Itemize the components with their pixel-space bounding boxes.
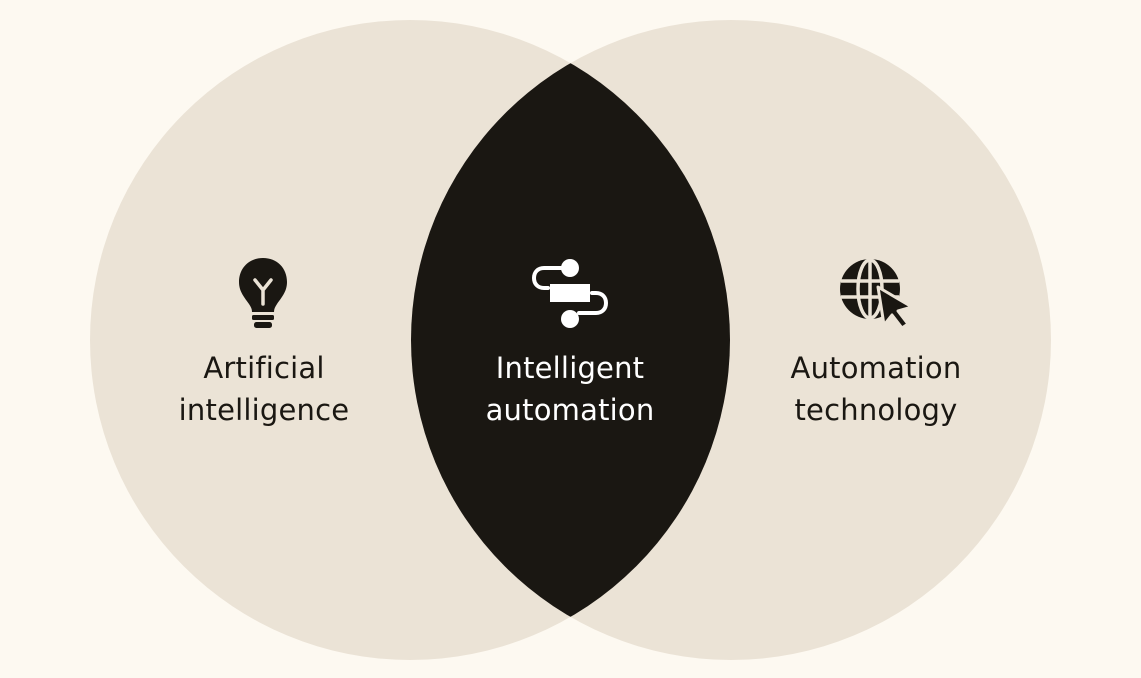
- label-right-line2: technology: [794, 393, 958, 427]
- label-artificial-intelligence: Artificial intelligence: [134, 347, 394, 431]
- workflow-icon: [531, 259, 609, 328]
- label-center-line2: automation: [485, 393, 655, 427]
- intersection-lens: [411, 20, 730, 660]
- label-left-line1: Artificial: [203, 351, 325, 385]
- label-automation-technology: Automation technology: [746, 347, 1006, 431]
- label-right-line1: Automation: [790, 351, 962, 385]
- lightbulb-icon: [239, 258, 287, 328]
- label-center-line1: Intelligent: [495, 351, 645, 385]
- globe-cursor-icon: [840, 258, 914, 330]
- label-left-line2: intelligence: [178, 393, 350, 427]
- label-intelligent-automation: Intelligent automation: [440, 347, 700, 431]
